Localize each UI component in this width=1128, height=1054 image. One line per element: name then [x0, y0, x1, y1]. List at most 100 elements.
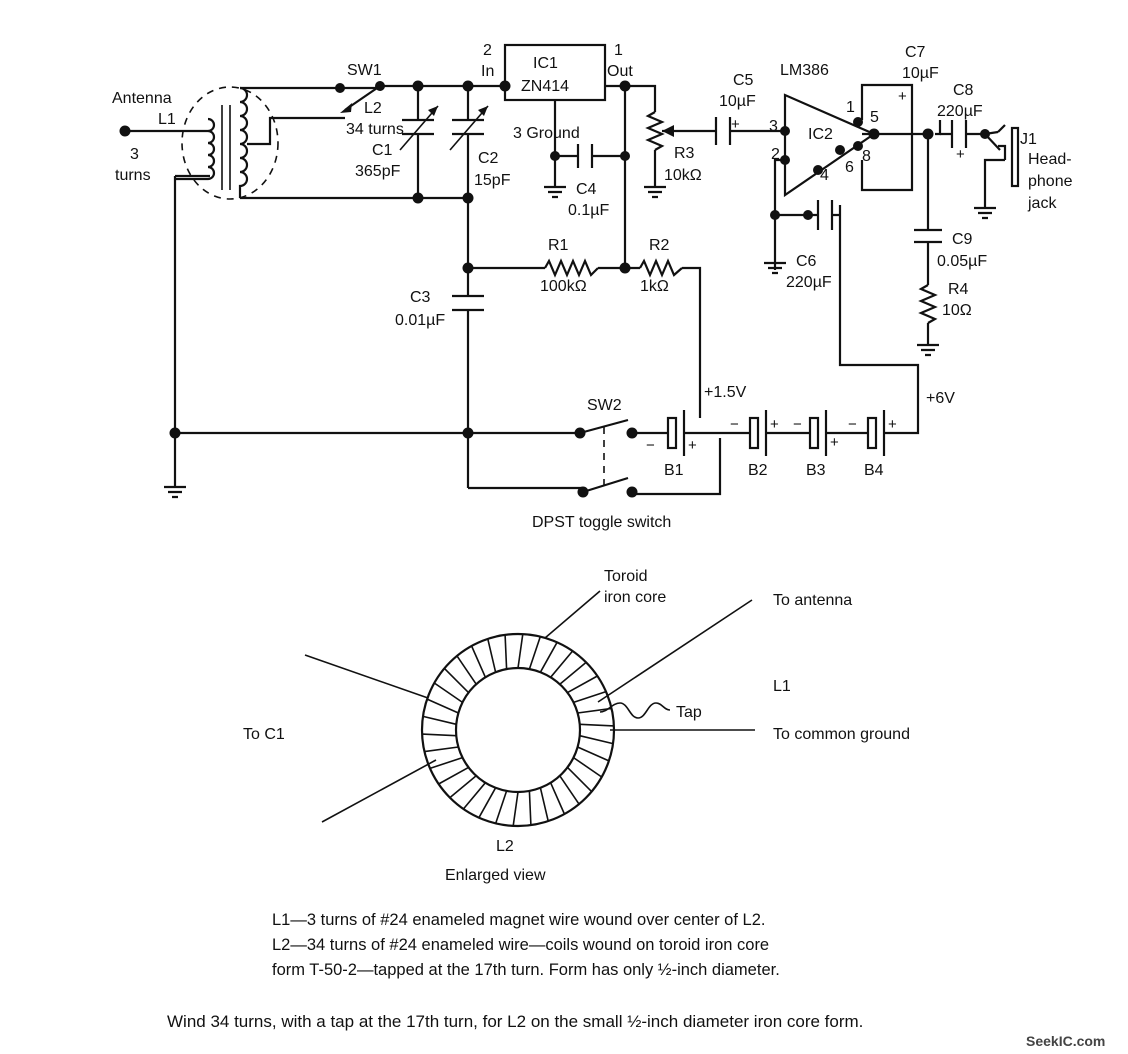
toroid-winding-turn: [487, 638, 497, 673]
plus-mark-c8: +: [956, 146, 965, 163]
label-sw2: SW2: [587, 397, 622, 414]
label-ic1: IC1: [533, 55, 558, 72]
note-line-1: L1—3 turns of #24 enameled magnet wire w…: [272, 911, 765, 929]
label-ic2-pin-2: 2: [771, 146, 780, 163]
toroid-winding-turn: [422, 733, 457, 737]
label-c5: C5: [733, 72, 754, 89]
label-l1: L1: [158, 111, 176, 128]
toroid-winding-turn: [456, 655, 477, 685]
label-r4: R4: [948, 281, 969, 298]
label-jack-line-3: jack: [1027, 195, 1057, 212]
toroid-winding-turn: [424, 746, 459, 753]
label-pin-1: 1: [614, 42, 623, 59]
label-j1: J1: [1020, 131, 1037, 148]
label-c9: C9: [952, 231, 973, 248]
toroid-winding-turn: [579, 734, 614, 745]
plus-mark-b3: +: [830, 434, 839, 451]
label-r2: R2: [649, 237, 670, 254]
label-antenna: Antenna: [112, 90, 172, 107]
label-ic2-pin-3: 3: [769, 118, 778, 135]
label-c3-value: 0.01µF: [395, 312, 445, 329]
label-ic2-pin-1: 1: [846, 99, 855, 116]
label-ic2-pin-5: 5: [870, 109, 879, 126]
plus-mark-b2: +: [770, 416, 779, 433]
label-sw1: SW1: [347, 62, 382, 79]
toroid-winding-turn: [512, 791, 519, 827]
label-jack-line-1: Head-: [1028, 151, 1072, 168]
toroid-winding-turn: [478, 787, 497, 819]
capacitor-c9: [914, 228, 942, 244]
label-c2-value: 15pF: [474, 172, 511, 189]
label-c1-value: 365pF: [355, 163, 401, 180]
label-c1: C1: [372, 142, 393, 159]
minus-mark-b3: −: [793, 416, 802, 433]
label-b3: B3: [806, 462, 826, 479]
label-r3: R3: [674, 145, 695, 162]
schematic-labels: Antenna L1 3 turns SW1 L2 34 turns C1 36…: [112, 42, 1073, 531]
toroid-label-l2: L2: [496, 838, 514, 855]
toroid-winding-turn: [559, 775, 580, 805]
battery-b4: [866, 410, 886, 456]
battery-b2: [748, 410, 768, 456]
ic2-lm386: [783, 93, 877, 198]
label-r4-value: 10Ω: [942, 302, 972, 319]
toroid-winding-turn: [577, 707, 612, 714]
capacitor-c8: [950, 120, 968, 148]
label-l2-turns: 34 turns: [346, 121, 404, 138]
label-r1: R1: [548, 237, 569, 254]
label-ic2-pin-8: 8: [862, 148, 871, 165]
toroid-label-to-antenna: To antenna: [773, 592, 852, 609]
label-c5-value: 10µF: [719, 93, 756, 110]
watermark: SeekIC.com: [1026, 1033, 1105, 1049]
toroid-winding-turn: [438, 766, 469, 785]
label-b1: B1: [664, 462, 684, 479]
resistor-r1: [544, 258, 599, 278]
toroid-label-to-ground: To common ground: [773, 726, 910, 743]
label-c4: C4: [576, 181, 597, 198]
capacitor-c1: [399, 105, 439, 151]
toroid-winding-turn: [504, 634, 508, 670]
label-c7-value: 10µF: [902, 65, 939, 82]
label-b2: B2: [748, 462, 768, 479]
capacitor-c5: [714, 117, 732, 145]
headphone-jack-j1: [984, 124, 1020, 188]
plus-mark-c7: +: [898, 88, 907, 105]
toroid-label-to-c1: To C1: [243, 726, 285, 743]
toroid-winding-turn: [528, 636, 542, 670]
toroid-winding-turn: [433, 682, 463, 704]
note-line-2: L2—34 turns of #24 enameled wire—coils w…: [272, 936, 769, 954]
label-c4-value: 0.1µF: [568, 202, 609, 219]
toroid-winding-turn: [566, 766, 593, 793]
label-ic2: IC2: [808, 126, 833, 143]
label-r3-value: 10kΩ: [664, 167, 702, 184]
label-lm386: LM386: [780, 62, 829, 79]
toroid-winding-turn: [559, 661, 587, 685]
ground-symbols: [164, 182, 996, 499]
capacitor-c2: [449, 105, 489, 151]
label-dpst-toggle-switch: DPST toggle switch: [532, 514, 671, 531]
toroid-winding-turn: [567, 675, 598, 694]
minus-mark-b2: −: [730, 416, 739, 433]
switch-sw1: [340, 85, 381, 113]
label-pin-in: In: [481, 63, 494, 80]
plus-mark-c5: +: [731, 116, 740, 133]
resistor-r4: [918, 284, 938, 324]
battery-b3: [808, 410, 828, 456]
label-c2: C2: [478, 150, 499, 167]
toroid-winding-turn: [573, 690, 607, 704]
minus-mark-b4: −: [848, 416, 857, 433]
plus-mark-b4: +: [888, 416, 897, 433]
capacitor-c4: [576, 144, 594, 168]
label-b4: B4: [864, 462, 884, 479]
toroid-winding-turn: [429, 756, 463, 770]
toroid-winding-turn: [462, 782, 487, 810]
label-ic1-part: ZN414: [521, 78, 569, 95]
label-ic2-pin-6: 6: [845, 159, 854, 176]
label-c7: C7: [905, 44, 926, 61]
ic1-zn414: [503, 43, 607, 102]
toroid-winding-turn: [517, 633, 524, 669]
label-pin-2: 2: [483, 42, 492, 59]
toroid-winding-turn: [443, 667, 470, 694]
toroid-winding-turn: [426, 698, 459, 714]
label-c3: C3: [410, 289, 431, 306]
